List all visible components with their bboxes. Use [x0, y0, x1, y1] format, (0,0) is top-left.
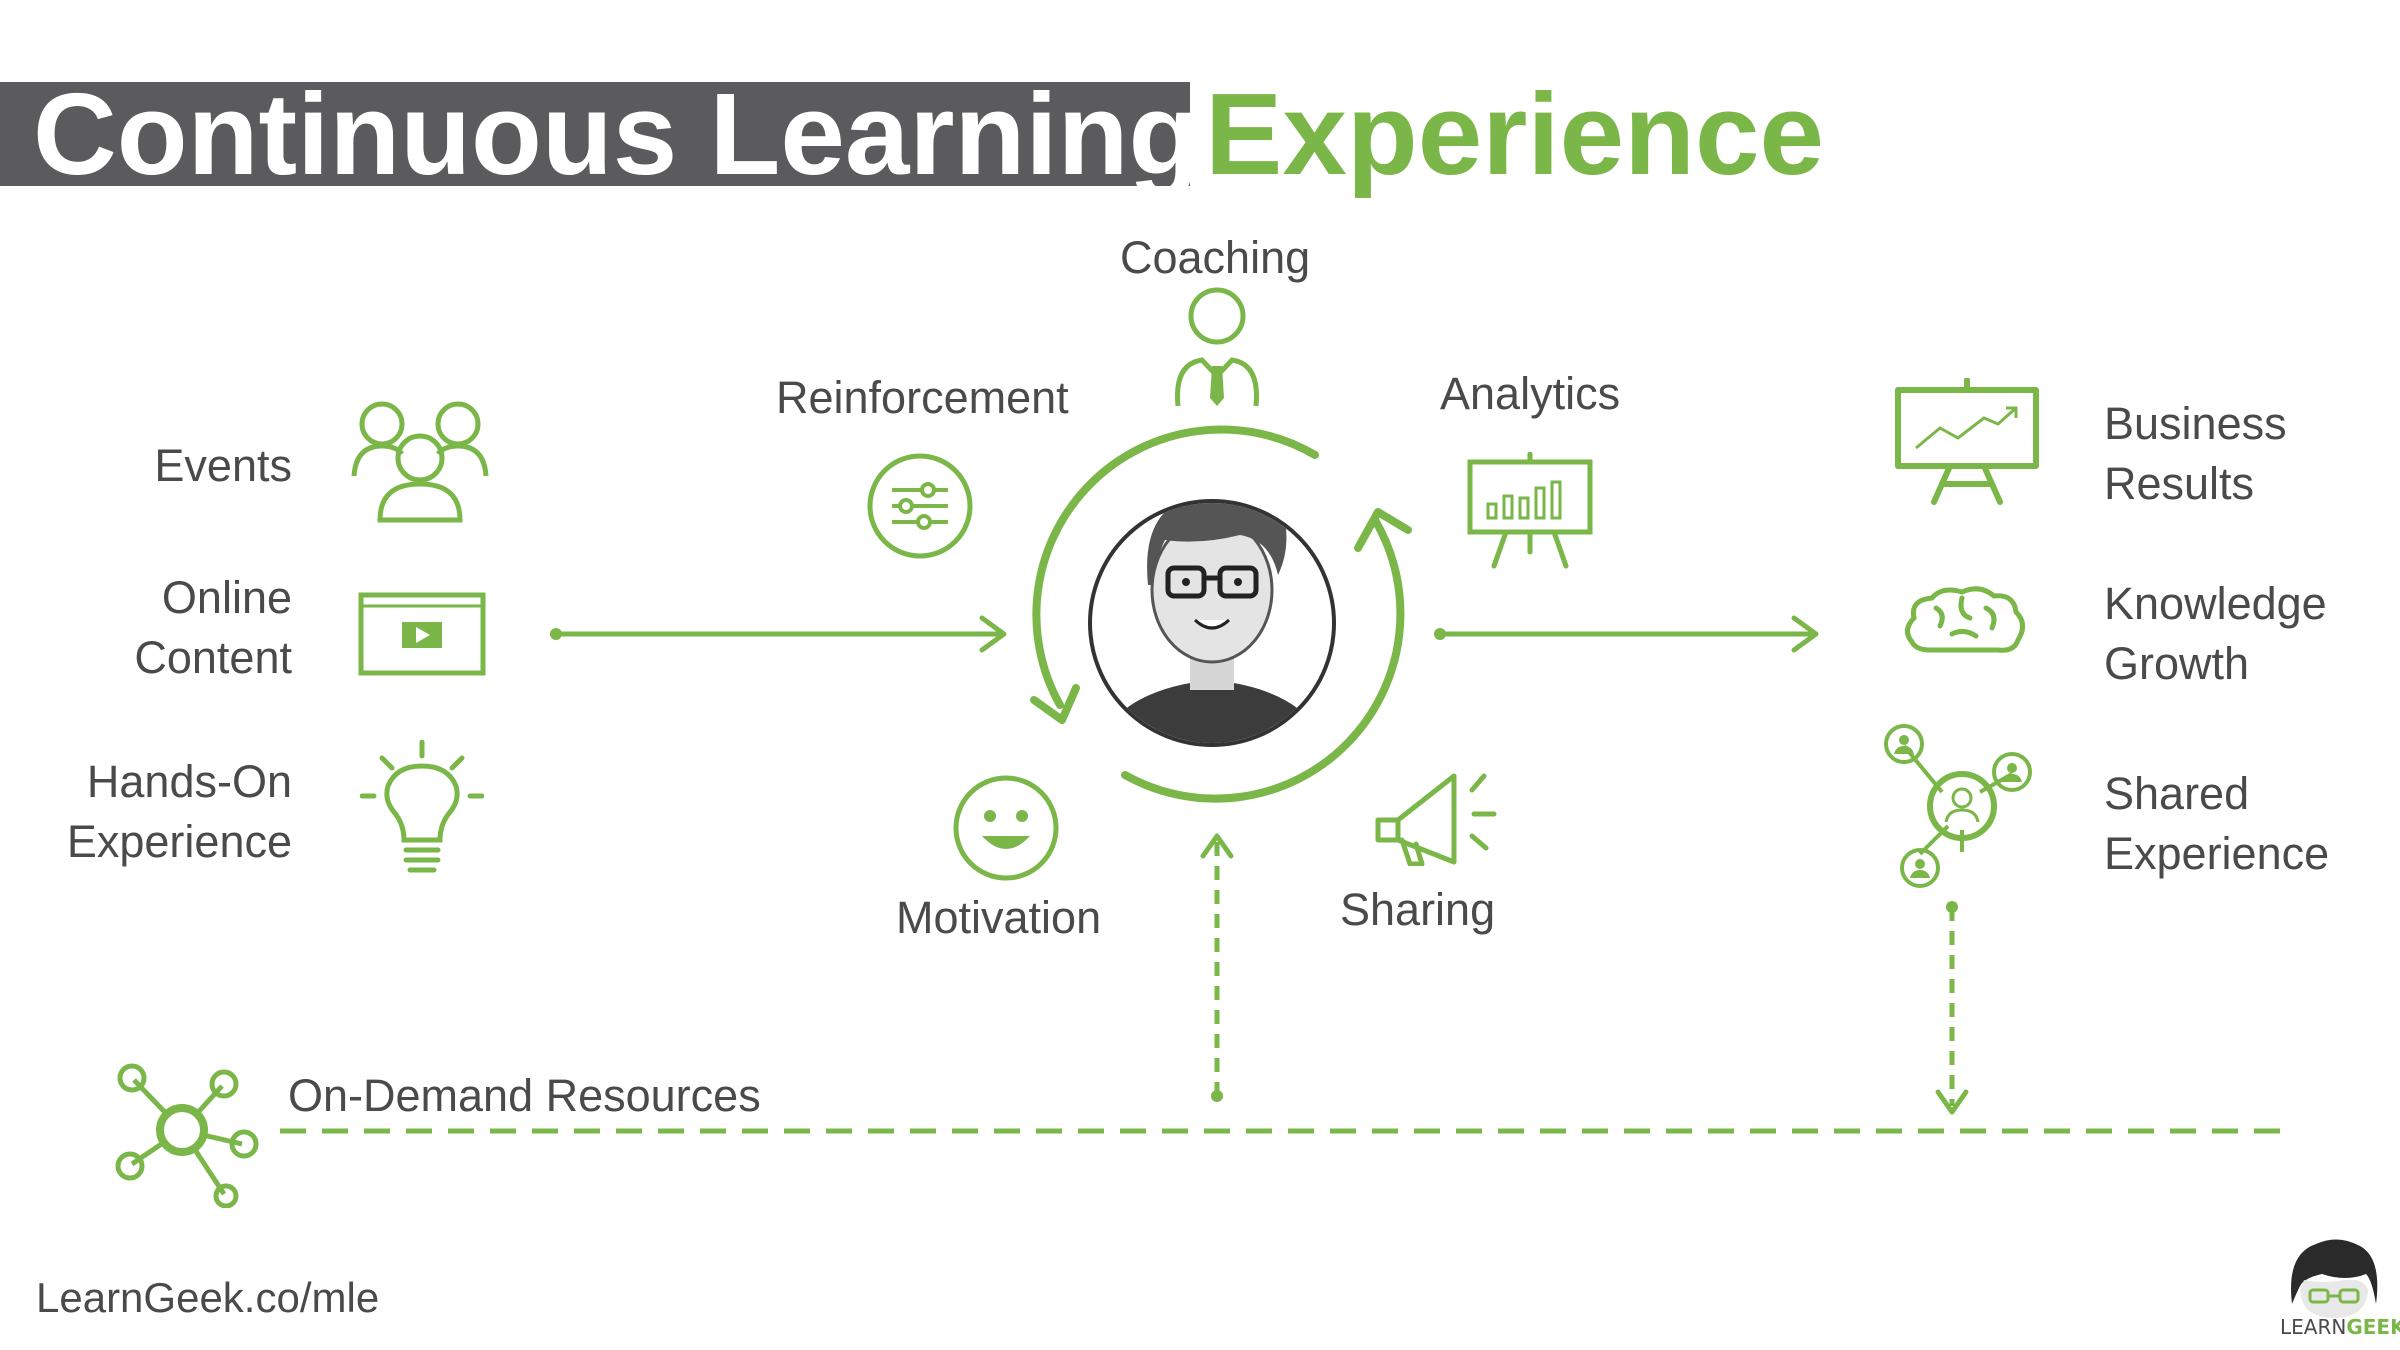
reinforcement-label: Reinforcement: [776, 372, 1069, 423]
coach-icon: [1175, 287, 1259, 407]
output-arrow: [1434, 615, 1819, 653]
line-chart-easel-icon: [1895, 378, 2039, 505]
title-part1: Continuous Learning: [33, 69, 1200, 199]
events-label: Events: [154, 440, 292, 491]
analytics-label: Analytics: [1440, 368, 1621, 419]
title-part2: Experience: [1205, 69, 1825, 199]
brain-icon: [1905, 586, 2025, 653]
lightbulb-icon: [360, 740, 484, 873]
video-screen-icon: [358, 592, 486, 676]
cycle-arrows: [1030, 425, 1412, 803]
megaphone-icon: [1375, 773, 1497, 866]
on-demand-resources-label: On-Demand Resources: [288, 1070, 761, 1121]
hub-icon: [115, 1063, 259, 1208]
sharing-label: Sharing: [1340, 884, 1496, 935]
input-arrow: [550, 615, 1007, 653]
resources-up-arrow: [1200, 833, 1234, 1102]
title-background: Continuous Learning: [0, 76, 1199, 192]
brand-wordmark: LEARNGEEK: [2280, 1315, 2400, 1339]
smiley-icon: [953, 775, 1059, 881]
learner-avatar: [1088, 499, 1336, 747]
network-people-icon: [1884, 724, 2032, 888]
group-icon: [351, 401, 489, 523]
footer-url: LearnGeek.co/mle: [36, 1274, 380, 1321]
shared-down-arrow: [1935, 901, 1969, 1115]
bar-chart-easel-icon: [1467, 452, 1593, 569]
coaching-label: Coaching: [1120, 232, 1311, 283]
geek-face-logo: [2291, 1239, 2378, 1318]
sliders-icon: [867, 453, 973, 559]
motivation-label: Motivation: [896, 892, 1102, 943]
